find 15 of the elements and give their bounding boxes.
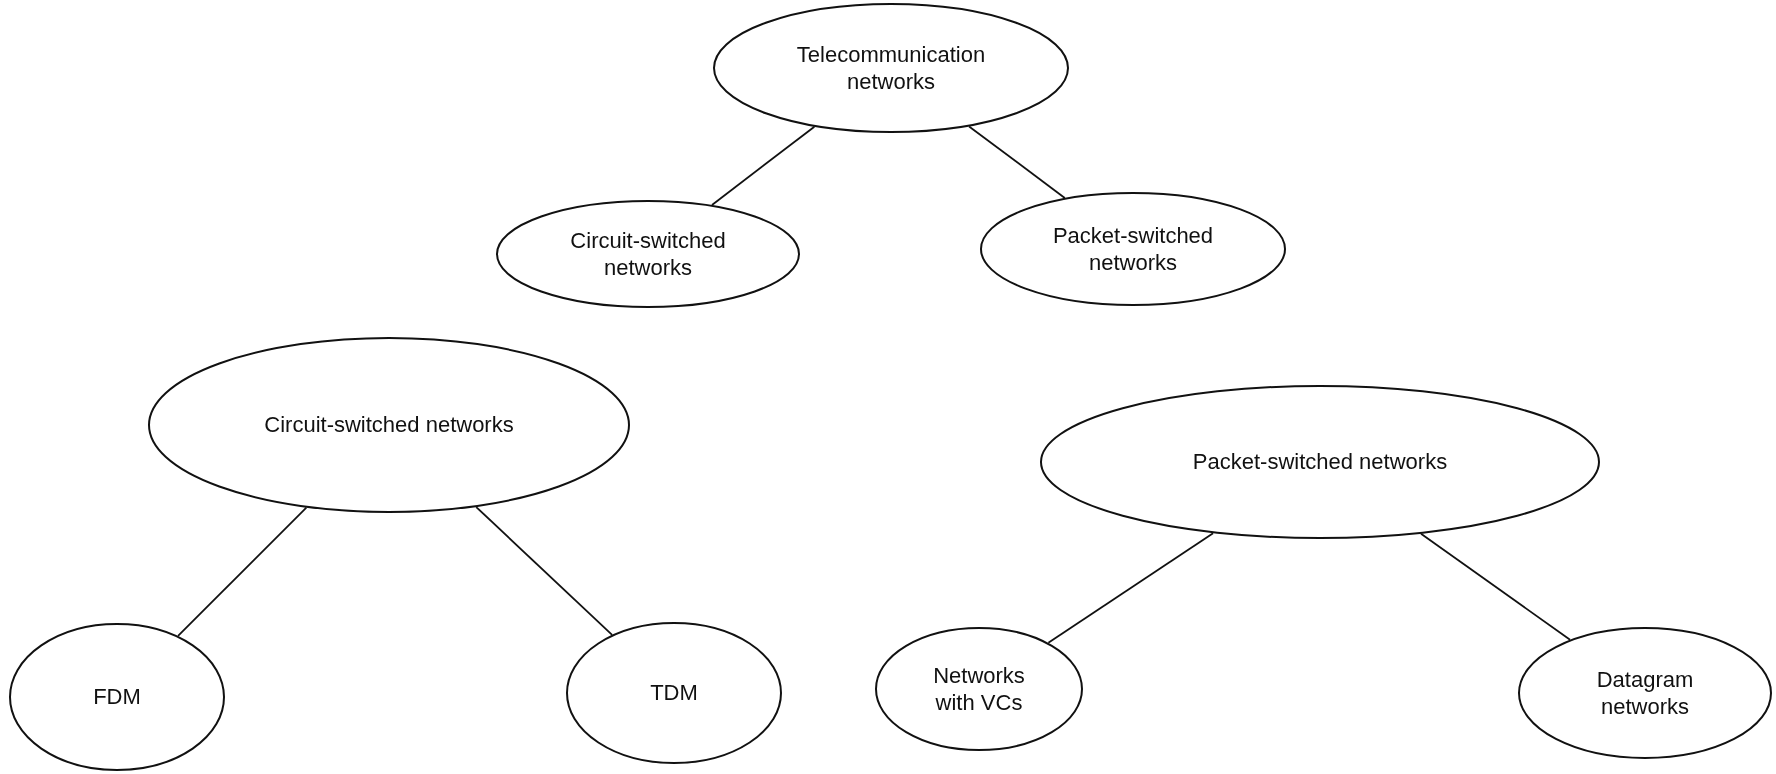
connector-line [968,125,1066,199]
node-label: Circuit-switched networks [264,411,514,439]
connector-line [711,125,816,206]
connector-line [1420,532,1571,641]
node-label: TDM [650,679,698,707]
node-label: Circuit-switched networks [569,226,727,282]
connector-line [475,506,613,636]
node-label: FDM [93,683,141,711]
connector-line [1047,532,1214,644]
connector-line [177,506,308,637]
node-label: Telecommunication networks [795,40,987,96]
node-label: Packet-switched networks [1192,448,1448,476]
node-label: Datagram networks [1595,665,1695,721]
node-label: Packet-switched networks [1051,221,1215,277]
node-label: Networks with VCs [932,661,1026,717]
